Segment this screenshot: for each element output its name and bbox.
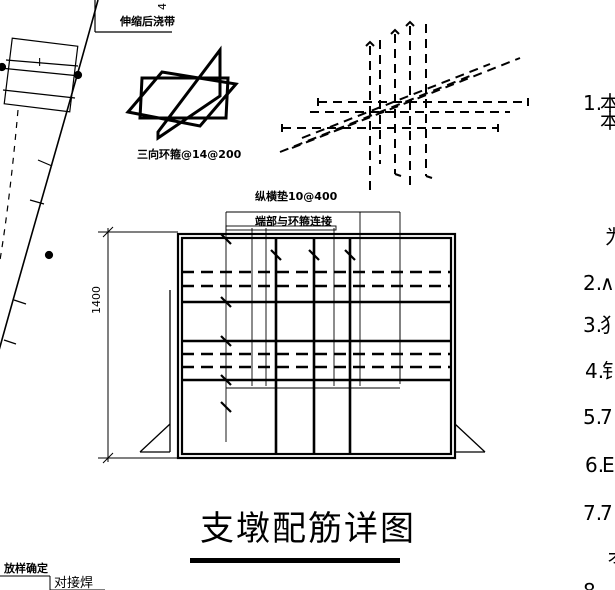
side-batter bbox=[139, 290, 486, 453]
note-4-text: 钅 bbox=[602, 359, 615, 383]
tri-hoop-label: 三向环箍@14@200 bbox=[137, 147, 242, 161]
note-8-num: 8. bbox=[583, 579, 602, 590]
note-7-num: 7. bbox=[583, 501, 602, 525]
rebar-isometric bbox=[279, 24, 528, 190]
pier-outline bbox=[176, 232, 457, 460]
layout-fix-label: 放样确定 bbox=[3, 561, 48, 575]
horizontal-dashed-rebars bbox=[182, 270, 451, 369]
drawing-title: 支墩配筋详图 bbox=[200, 509, 416, 549]
segment-mark-label: I bbox=[38, 56, 41, 69]
title-underline bbox=[190, 558, 400, 563]
note-4-num: 4. bbox=[585, 359, 604, 383]
tri-hoop-sketch bbox=[125, 45, 239, 141]
height-dimension-label: 1400 bbox=[90, 286, 103, 314]
note-3-num: 3. bbox=[583, 313, 602, 337]
note-2-text: ∧ bbox=[600, 271, 615, 295]
horizontal-rebars bbox=[182, 300, 451, 382]
notes-column: 1. 本 本 为 2. ∧ 3. 犭 4. 钅 5. 7 6. E 7. 7 ォ… bbox=[583, 91, 615, 590]
note-1-text: 本 bbox=[600, 91, 615, 115]
height-dimension bbox=[98, 226, 178, 464]
note-2-num: 2. bbox=[583, 271, 602, 295]
note-6-text: E bbox=[602, 453, 615, 477]
note-5-text: 7 bbox=[600, 405, 613, 429]
butt-weld-label: 对接焊 bbox=[54, 575, 93, 590]
note-1b-text: 本 bbox=[600, 109, 615, 133]
rebar-isometric-hooks bbox=[281, 20, 529, 179]
tie-ticks bbox=[220, 233, 356, 413]
note-1c-text: 为 bbox=[605, 225, 615, 249]
expansion-band-label: 伸缩后浇带 bbox=[119, 14, 175, 28]
note-3-text: 犭 bbox=[600, 313, 615, 337]
note-1-num: 1. bbox=[583, 91, 602, 115]
vertical-rebars bbox=[274, 238, 352, 454]
plan-fragment bbox=[0, 0, 172, 350]
end-connect-label: 端部与环箍连接 bbox=[255, 214, 332, 228]
note-6-num: 6. bbox=[585, 453, 604, 477]
note-5-num: 5. bbox=[583, 405, 602, 429]
top-mark-label: 4 bbox=[156, 3, 169, 10]
note-7-text: 7 bbox=[600, 501, 613, 525]
long-pad-label: 纵横垫10@400 bbox=[255, 189, 338, 203]
note-7b-text: ォ bbox=[605, 543, 615, 567]
weld-leaders bbox=[0, 575, 105, 590]
leader-lines bbox=[225, 211, 401, 442]
